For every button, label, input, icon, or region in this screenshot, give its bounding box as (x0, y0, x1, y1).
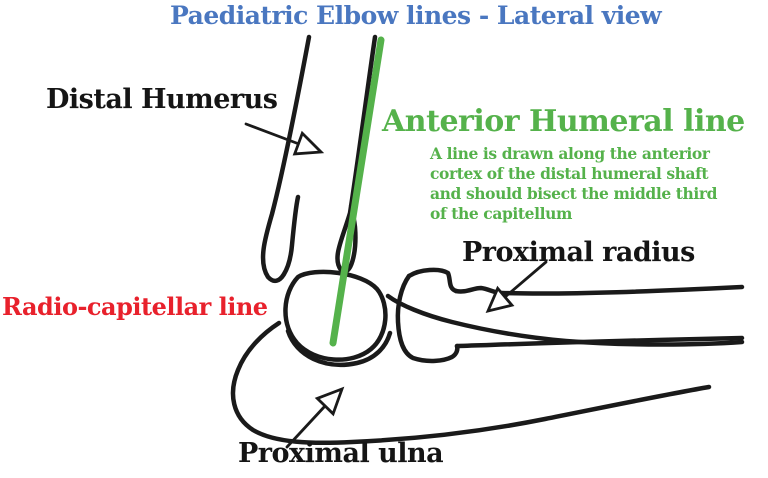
distal-humerus-arrow-head (292, 130, 325, 156)
humerus-anterior-cortex (335, 34, 378, 274)
description-line: and should bisect the middle third (430, 184, 718, 203)
description-line: of the capitellum (430, 204, 572, 223)
radius-shaft-bottom (454, 335, 745, 349)
proximal-radius-arrow-head (485, 285, 515, 314)
label-anterior-humeral-line: Anterior Humeral line (382, 104, 745, 139)
diagram-title: Paediatric Elbow lines - Lateral view (170, 1, 662, 30)
label-distal-humerus: Distal Humerus (46, 84, 278, 115)
description-line: cortex of the distal humeral shaft (430, 164, 709, 183)
proximal-ulna-arrow-head (314, 386, 345, 417)
capitellum-outline (283, 269, 388, 362)
trochlear-notch-outline (285, 328, 393, 368)
label-proximal-ulna: Proximal ulna (238, 438, 444, 469)
radial-head-outline (395, 273, 460, 364)
proximal-radius-arrow-line (503, 260, 548, 299)
proximal-ulna-arrow-line (285, 404, 327, 449)
radial-head-top (406, 267, 459, 294)
distal-humerus-arrow-line (244, 122, 301, 146)
anterior-humeral-line-description: A line is drawn along the anterior corte… (430, 144, 718, 224)
label-proximal-radius: Proximal radius (462, 237, 695, 268)
anterior-humeral-line (329, 36, 385, 347)
ulna-shaft-upper-border (385, 293, 745, 347)
label-radio-capitellar-line: Radio-capitellar line (2, 292, 268, 321)
humerus-posterior-cortex (260, 34, 312, 284)
ulna-olecranon-outline (230, 320, 712, 446)
description-line: A line is drawn along the anterior (430, 144, 710, 163)
